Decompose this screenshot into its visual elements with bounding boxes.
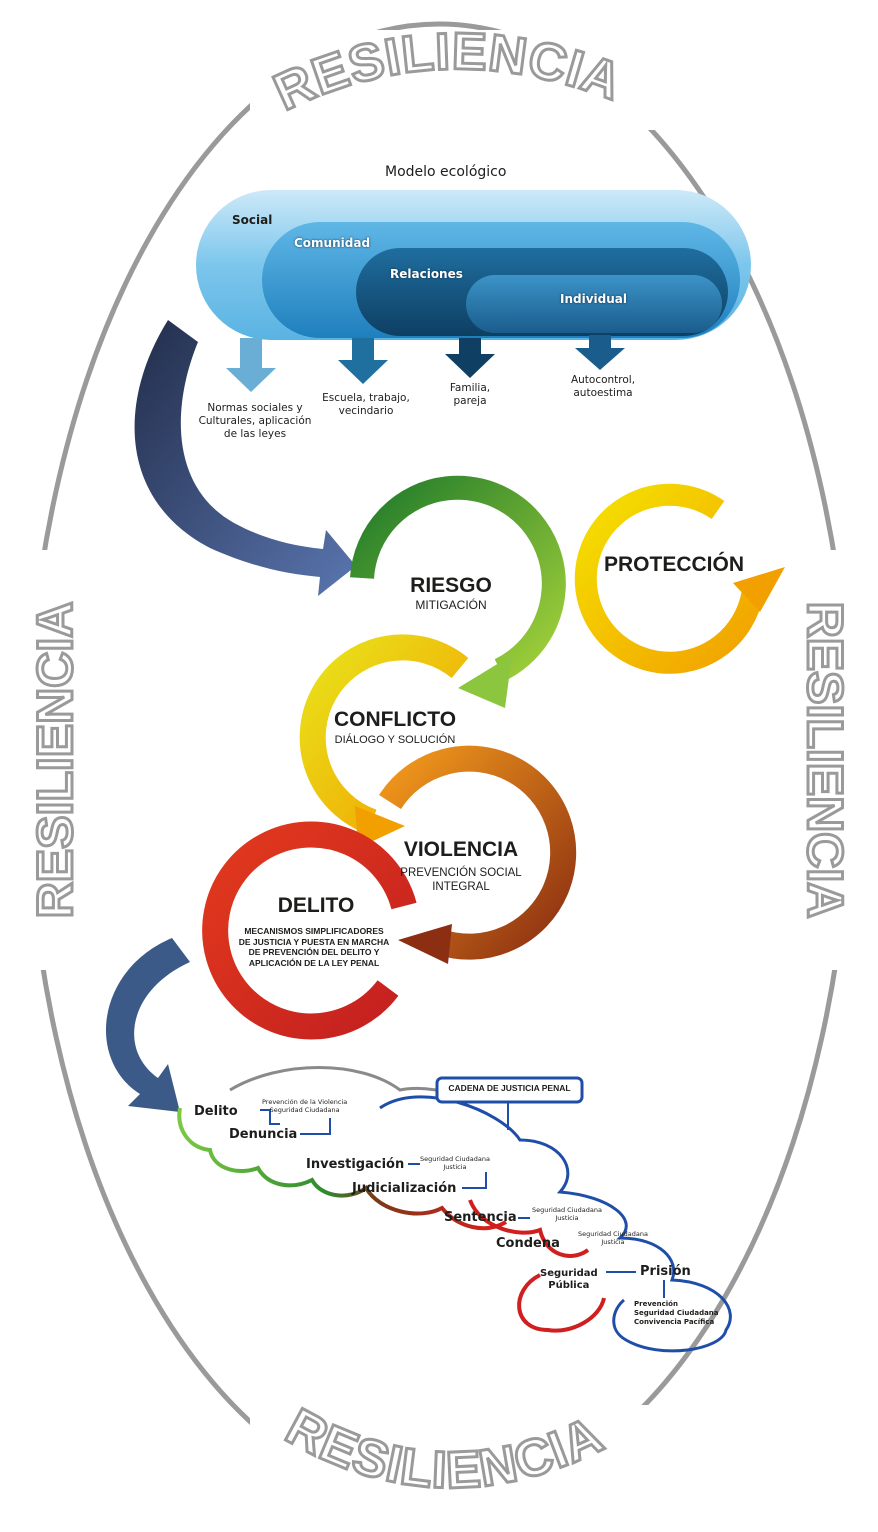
individual-label: Individual [560, 292, 627, 306]
comunidad-label: Comunidad [294, 236, 371, 250]
flow-arrow-to-chain-icon [105, 938, 190, 1112]
delito-title: DELITO [277, 894, 355, 917]
comunidad-outcome: Escuela, trabajo, vecindario [322, 392, 410, 417]
proteccion-title: PROTECCIÓN [603, 553, 744, 576]
delito-subtitle: MECANISMOS SIMPLIFICADORES DE JUSTICIA Y… [238, 926, 390, 968]
conflicto-ring [299, 634, 469, 835]
chain-title: CADENA DE JUSTICIA PENAL [448, 1083, 571, 1093]
conflicto-subtitle: DIÁLOGO Y SOLUCIÓN [334, 734, 456, 746]
violencia-subtitle: PREVENCIÓN SOCIAL INTEGRAL [400, 867, 522, 893]
violencia-title: VIOLENCIA [403, 838, 519, 861]
proteccion-arrow-icon [733, 567, 785, 612]
riesgo-subtitle: MITIGACIÓN [415, 598, 487, 612]
delito-ring [202, 821, 417, 1040]
chain-cloud-red-bottom [517, 1273, 606, 1333]
chain-title-box [435, 1076, 584, 1104]
step-prision: Prisión [640, 1264, 691, 1279]
chain-cloud-blue [379, 1095, 732, 1353]
relaciones-arrow-icon [445, 338, 495, 378]
individual-outcome: Autocontrol, autoestima [570, 374, 636, 399]
individual-layer [466, 275, 722, 333]
violencia-arrow-icon [398, 924, 452, 964]
chain-cloud-grey [229, 1066, 465, 1102]
ecological-title: Modelo ecológico [385, 164, 507, 180]
proteccion-ring [574, 483, 764, 674]
conflicto-title: CONFLICTO [333, 708, 457, 731]
note-delito: Prevención de la Violencia Seguridad Ciu… [262, 1098, 348, 1114]
step-judicializacion: Judicialización [352, 1181, 457, 1196]
flow-arrow-to-riesgo-icon [134, 320, 356, 596]
relaciones-label: Relaciones [390, 267, 463, 281]
chain-cloud-red [468, 1199, 590, 1258]
note-investigacion: Seguridad Ciudadana Justicia [420, 1155, 490, 1171]
relaciones-outcome: Familia, pareja [449, 382, 491, 407]
step-delito: Delito [194, 1104, 238, 1119]
social-outcome: Normas sociales y Culturales, aplicación… [198, 402, 312, 440]
comunidad-arrow-icon [338, 338, 388, 384]
individual-arrow-icon [575, 335, 625, 370]
step-seguridad-publica: Seguridad Pública [540, 1268, 598, 1291]
riesgo-ring [350, 475, 566, 681]
step-investigacion: Investigación [306, 1157, 405, 1172]
step-sentencia: Sentencia [444, 1210, 517, 1225]
riesgo-arrow-icon [458, 655, 512, 708]
chain-cloud-left [177, 1107, 508, 1231]
riesgo-title: RIESGO [410, 574, 492, 597]
resilience-right-label: RESILIENCIA [797, 602, 853, 919]
social-label: Social [232, 213, 273, 227]
note-condena: Seguridad Ciudadana Justicia [578, 1230, 648, 1246]
resilience-left-label: RESILIENCIA [27, 602, 83, 919]
social-arrow-icon [226, 338, 276, 392]
note-prision: Prevención Seguridad Ciudadana Convivenc… [634, 1300, 719, 1326]
ecological-model [196, 190, 751, 340]
violencia-ring [379, 745, 577, 960]
step-condena: Condena [496, 1236, 560, 1251]
note-sentencia: Seguridad Ciudadana Justicia [532, 1206, 602, 1222]
step-denuncia: Denuncia [229, 1127, 298, 1142]
